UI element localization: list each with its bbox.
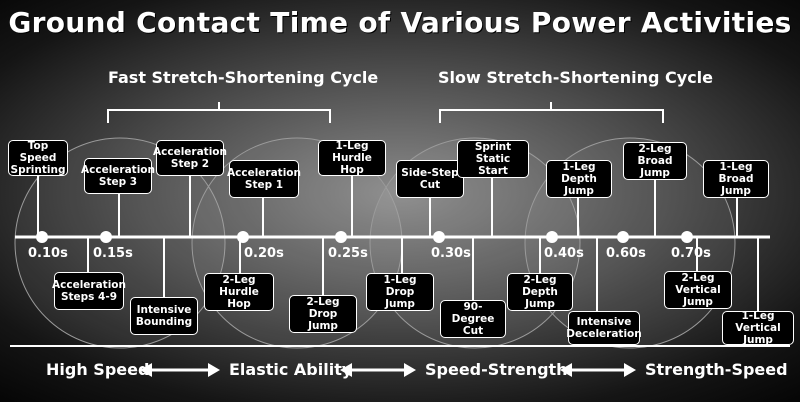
tick-label: 0.20s — [244, 246, 284, 261]
slow-cycle-brace — [439, 102, 664, 123]
activity-acceleration-steps-4-9: Acceleration Steps 4-9 — [52, 272, 126, 310]
activity-sprint-static-start: Sprint Static Start — [457, 140, 529, 178]
activity-acceleration-step-1: Acceleration Step 1 — [227, 160, 301, 198]
continuum-arrows — [140, 363, 636, 377]
tick-label: 0.70s — [671, 246, 711, 261]
activity-2-leg-hurdle-hop: 2-Leg Hurdle Hop — [204, 273, 274, 311]
activity-1-leg-depth-jump: 1-Leg Depth Jump — [546, 160, 612, 198]
activity-90-degree-cut: 90-Degree Cut — [440, 300, 506, 338]
activity-1-leg-hurdle-hop: 1-Leg Hurdle Hop — [318, 140, 386, 176]
connectors-up — [37, 175, 738, 237]
activity-2-leg-vertical-jump: 2-Leg Vertical Jump — [664, 271, 732, 309]
activity-intensive-bounding: Intensive Bounding — [130, 297, 198, 335]
activity-1-leg-vertical-jump: 1-Leg Vertical Jump — [722, 310, 794, 346]
activity-2-leg-broad-jump: 2-Leg Broad Jump — [623, 142, 687, 180]
tick-label: 0.10s — [28, 246, 68, 261]
activity-intensive-deceleration: Intensive Deceleration — [566, 311, 642, 345]
tick-label: 0.15s — [93, 246, 133, 261]
slow-cycle-label: Slow Stretch-Shortening Cycle — [438, 68, 714, 87]
continuum-high-speed: High Speed — [46, 360, 150, 379]
activity-2-leg-depth-jump: 2-Leg Depth Jump — [507, 273, 573, 311]
continuum-strength-speed: Strength-Speed — [645, 360, 788, 379]
activity-acceleration-step-3: Acceleration Step 3 — [81, 158, 155, 194]
continuum-speed-strength: Speed-Strength — [425, 360, 568, 379]
activity-side-step-cut: Side-Step Cut — [396, 160, 464, 198]
continuum-elastic-ability: Elastic Ability — [229, 360, 353, 379]
tick-label: 0.60s — [606, 246, 646, 261]
tick-label: 0.30s — [431, 246, 471, 261]
activity-2-leg-drop-jump: 2-Leg Drop Jump — [289, 295, 357, 333]
activity-1-leg-broad-jump: 1-Leg Broad Jump — [703, 160, 769, 198]
fast-cycle-brace — [107, 102, 331, 123]
tick-label: 0.25s — [328, 246, 368, 261]
activity-acceleration-step-2: Acceleration Step 2 — [153, 140, 227, 176]
connectors-down — [87, 237, 759, 312]
activity-1-leg-drop-jump: 1-Leg Drop Jump — [366, 273, 434, 311]
activity-top-speed-sprinting: Top Speed Sprinting — [8, 140, 68, 176]
diagram-title: Ground Contact Time of Various Power Act… — [8, 6, 792, 39]
fast-cycle-label: Fast Stretch-Shortening Cycle — [108, 68, 379, 87]
tick-label: 0.40s — [544, 246, 584, 261]
tick-dots — [36, 231, 693, 243]
